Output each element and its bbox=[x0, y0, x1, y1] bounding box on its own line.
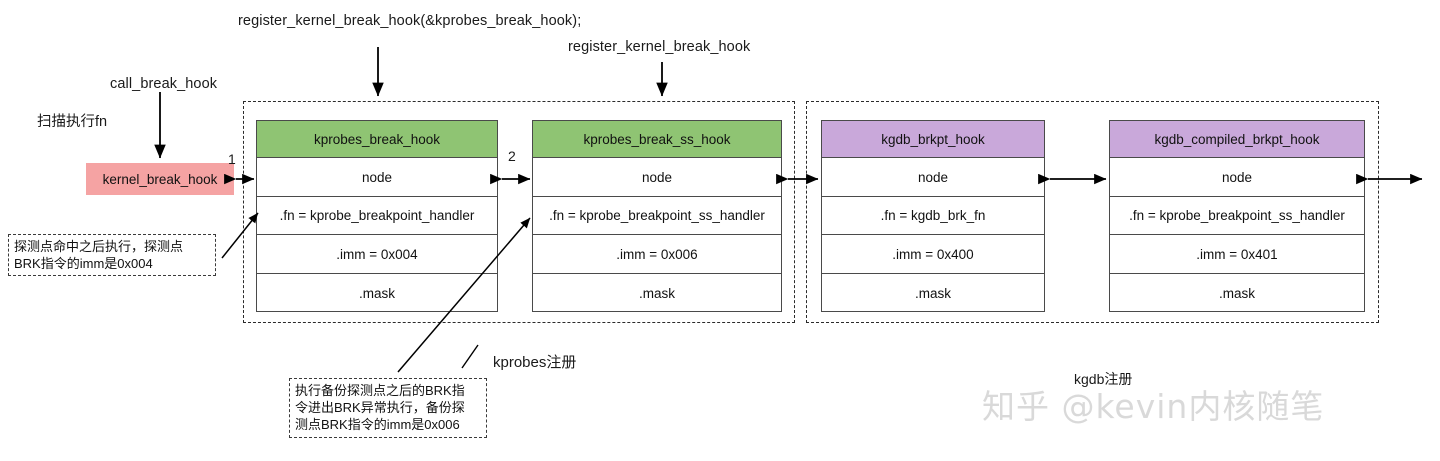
callout-line: 令进出BRK异常执行，备份探 bbox=[295, 400, 465, 415]
callout-line: 执行备份探测点之后的BRK指 bbox=[295, 383, 465, 398]
struct-row-mask: .mask bbox=[638, 286, 675, 301]
struct-row-imm: .imm = 0x400 bbox=[822, 235, 1044, 274]
callout-kprobe-handler-note: 探测点命中之后执行，探测点 BRK指令的imm是0x004 bbox=[8, 234, 216, 276]
struct-header: kprobes_break_ss_hook bbox=[533, 121, 781, 158]
struct-row-imm: .imm = 0x004 bbox=[257, 235, 497, 274]
struct-kprobes-break-ss-hook: kprobes_break_ss_hook node .fn = kprobe_… bbox=[532, 120, 782, 312]
struct-row-mask: .mask bbox=[914, 286, 951, 301]
kgdb-group-box bbox=[806, 101, 1379, 323]
struct-header: kgdb_brkpt_hook bbox=[822, 121, 1044, 158]
callout-kprobe-ss-handler-note: 执行备份探测点之后的BRK指 令进出BRK异常执行，备份探 测点BRK指令的im… bbox=[289, 378, 487, 438]
label-register-kernel-break-hook-call: register_kernel_break_hook(&kprobes_brea… bbox=[238, 13, 582, 29]
struct-row-fn: .fn = kprobe_breakpoint_ss_handler bbox=[533, 197, 781, 235]
label-register-kernel-break-hook: register_kernel_break_hook bbox=[568, 39, 751, 55]
callout-line: 测点BRK指令的imm是0x006 bbox=[295, 417, 460, 432]
kernel-break-hook-box: kernel_break_hook bbox=[86, 163, 234, 195]
struct-row-imm: .imm = 0x006 bbox=[533, 235, 781, 274]
struct-row-node: node bbox=[533, 158, 781, 197]
struct-row-fn: .fn = kprobe_breakpoint_ss_handler bbox=[1110, 197, 1364, 235]
struct-kprobes-break-hook: kprobes_break_hook node .fn = kprobe_bre… bbox=[256, 120, 498, 312]
struct-header: kprobes_break_hook bbox=[257, 121, 497, 158]
caption-kgdb-group: kgdb注册 bbox=[1074, 371, 1133, 387]
watermark: 知乎 @kevin内核随笔 bbox=[982, 387, 1325, 426]
caption-kprobes-group: kprobes注册 bbox=[493, 354, 577, 371]
struct-header: kgdb_compiled_brkpt_hook bbox=[1110, 121, 1364, 158]
struct-row-node: node bbox=[822, 158, 1044, 197]
callout-line: 探测点命中之后执行，探测点 bbox=[14, 239, 184, 254]
struct-row-node: node bbox=[257, 158, 497, 197]
struct-kgdb-compiled-brkpt-hook: kgdb_compiled_brkpt_hook node .fn = kpro… bbox=[1109, 120, 1365, 312]
link-number-2: 2 bbox=[508, 148, 516, 164]
label-scan-exec-fn: 扫描执行fn bbox=[37, 114, 108, 130]
struct-row-fn: .fn = kprobe_breakpoint_handler bbox=[257, 197, 497, 235]
callout-line: BRK指令的imm是0x004 bbox=[14, 256, 153, 271]
struct-row-fn: .fn = kgdb_brk_fn bbox=[822, 197, 1044, 235]
struct-row-imm: .imm = 0x401 bbox=[1110, 235, 1364, 274]
struct-row-node: node bbox=[1110, 158, 1364, 197]
struct-row-mask: .mask bbox=[1218, 286, 1255, 301]
link-number-1: 1 bbox=[228, 151, 236, 167]
leader-kprobes-caption bbox=[461, 344, 479, 369]
label-call-break-hook: call_break_hook bbox=[110, 76, 218, 92]
struct-kgdb-brkpt-hook: kgdb_brkpt_hook node .fn = kgdb_brk_fn .… bbox=[821, 120, 1045, 312]
struct-row-mask: .mask bbox=[358, 286, 395, 301]
